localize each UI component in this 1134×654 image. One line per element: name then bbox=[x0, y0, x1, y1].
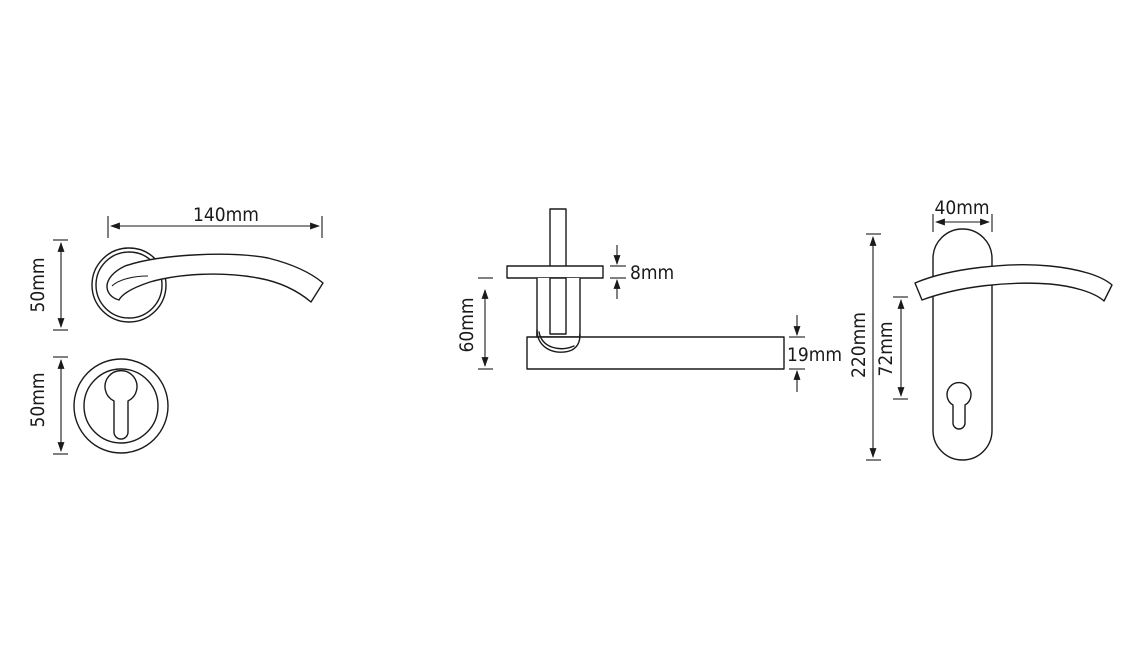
dimension-label-lever-projection: 60mm bbox=[456, 297, 478, 352]
spindle-overlay bbox=[549, 277, 567, 335]
dimension-rose-thickness: 8mm bbox=[610, 245, 674, 299]
escutcheon-inner bbox=[83, 368, 159, 444]
dimension-lever-projection: 60mm bbox=[456, 277, 493, 370]
lever-handle-on-plate bbox=[914, 264, 1113, 302]
dimension-escutcheon-diameter: 50mm bbox=[27, 356, 68, 455]
backplate bbox=[932, 228, 993, 461]
keyhole-cylinder-icon bbox=[104, 369, 138, 440]
rose-outer bbox=[91, 247, 167, 323]
backplate-view bbox=[914, 228, 1113, 461]
keyhole-cylinder-icon bbox=[946, 381, 972, 430]
dimension-label-lever-thickness: 19mm bbox=[787, 344, 842, 366]
dimension-label-plate-height: 220mm bbox=[848, 312, 870, 378]
escutcheon-outer bbox=[73, 358, 169, 454]
dimension-plate-height: 220mm bbox=[848, 233, 881, 461]
lever-neck-front bbox=[536, 329, 581, 353]
lever-handle bbox=[106, 253, 324, 303]
rose-inner bbox=[95, 251, 163, 319]
dimension-label-rose-thickness: 8mm bbox=[630, 262, 674, 284]
dimension-centre-distance: 72mm bbox=[875, 296, 908, 400]
dimension-lever-thickness: 19mm bbox=[787, 315, 842, 392]
dimension-label-centre-distance: 72mm bbox=[875, 321, 897, 376]
escutcheon-view bbox=[73, 358, 169, 454]
dimension-label-lever-length: 140mm bbox=[193, 204, 259, 226]
rose-plate-side bbox=[506, 265, 604, 279]
dimension-plate-width: 40mm bbox=[932, 197, 993, 232]
dimension-label-plate-width: 40mm bbox=[934, 197, 989, 219]
dimension-label-rose-diameter: 50mm bbox=[27, 257, 49, 312]
lever-neck-curve bbox=[111, 275, 149, 287]
dimension-lever-length: 140mm bbox=[107, 204, 323, 238]
side-view bbox=[506, 208, 785, 370]
dimension-rose-diameter: 50mm bbox=[27, 239, 68, 331]
lever-on-rose-view bbox=[91, 247, 324, 323]
dimension-label-escutcheon-diameter: 50mm bbox=[27, 372, 49, 427]
